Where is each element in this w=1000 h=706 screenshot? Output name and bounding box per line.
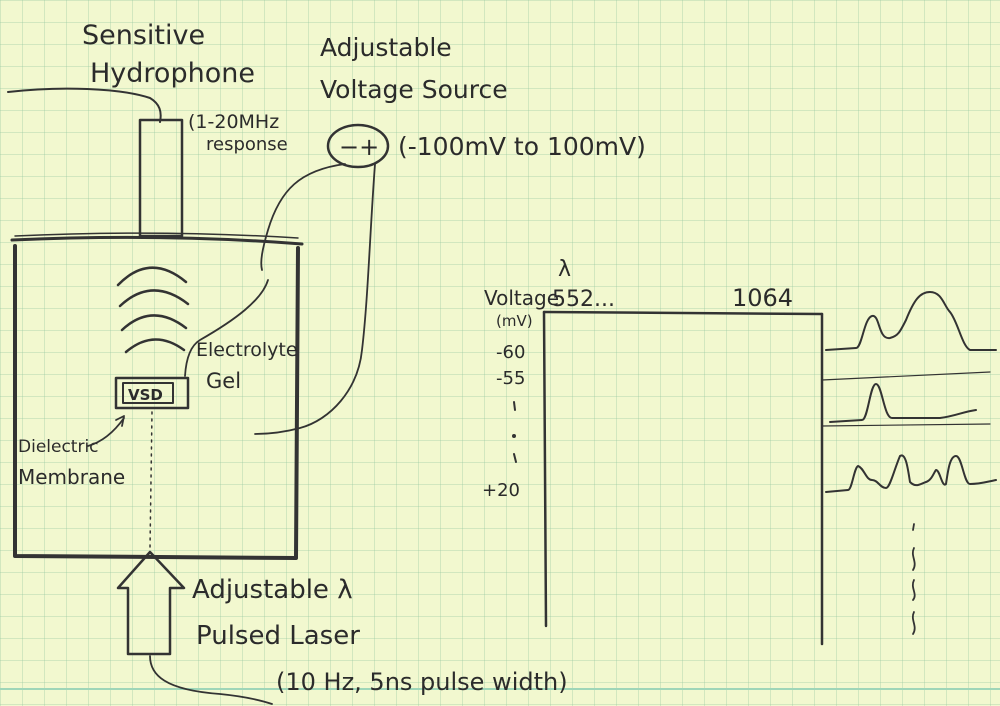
trace-continuation-marks [913,524,915,634]
electrolyte-label-line2: Gel [206,369,241,393]
laser-spec: (10 Hz, 5ns pulse width) [276,668,568,696]
voltage-tick-2: -55 [496,368,525,389]
voltage-source-symbol: −+ [339,133,379,161]
membrane-label-line2: Membrane [18,465,125,489]
electrolyte-label-line1: Electrolyte [196,339,298,361]
grid-left-edge [544,312,546,626]
voltage-wire-negative-top [261,164,345,270]
hydrophone-title-line1: Sensitive [82,20,205,51]
trace-2 [830,384,976,422]
vsd-label: VSD [128,386,163,404]
hydrophone-spec-line2: response [206,134,288,155]
hydrophone-body [140,120,182,236]
grid-top-edge [544,312,822,314]
trace-3 [826,455,996,492]
lambda-end-label: 1064 [732,284,793,312]
voltage-wire-negative-tank [185,280,268,376]
voltage-wire-positive [255,164,375,434]
membrane-label-line1: Dielectric [18,437,99,457]
response-traces [822,292,996,634]
voltage-tick-1: -60 [496,342,525,363]
hydrophone-spec-line1: (1-20MHz [188,111,279,133]
hydrophone-cable [8,89,161,122]
trace-row-divider-1 [822,372,990,380]
voltage-axis-label: Voltage [484,286,559,310]
acoustic-waves [118,268,188,352]
voltage-source-title-line2: Voltage Source [320,75,508,104]
tank-surface-line [12,237,302,244]
laser-beam-path [150,412,152,548]
laser-cable [150,656,272,704]
voltage-unit-label: (mV) [496,312,533,330]
laser-title-line1: Adjustable λ [192,575,353,605]
lambda-symbol: λ [558,257,571,282]
voltage-tick-ellipsis [512,402,516,462]
trace-1 [826,292,996,350]
trace-row-divider-2 [822,424,990,426]
voltage-source-range: (-100mV to 100mV) [398,132,646,161]
hydrophone-title-line2: Hydrophone [90,58,255,89]
voltage-tick-3: +20 [482,480,520,501]
voltage-source-title-line1: Adjustable [320,33,452,62]
laser-arrow [118,552,184,654]
hydrophone [8,89,182,236]
lambda-start-label: 552... [552,287,615,312]
laser-title-line2: Pulsed Laser [196,621,360,651]
